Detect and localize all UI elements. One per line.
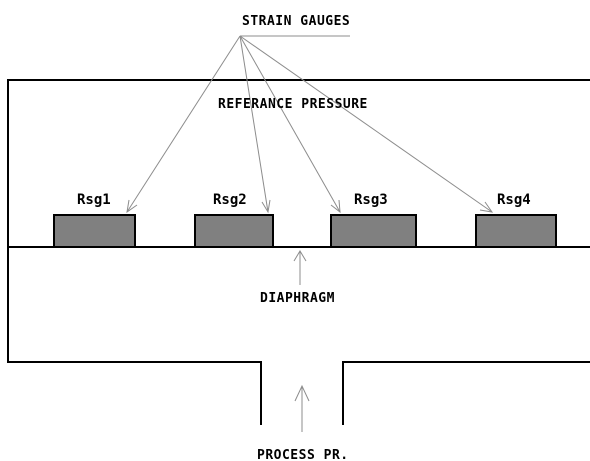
strain-gauge-blocks <box>53 214 557 248</box>
leader-rsg4 <box>239 35 493 213</box>
arrowhead-rsg2 <box>261 199 271 214</box>
leader-rsg2 <box>239 35 269 213</box>
gauge-label-rsg2: Rsg2 <box>213 192 247 208</box>
gauge-label-rsg4: Rsg4 <box>497 192 531 208</box>
strain-gauge-leaders <box>126 35 494 214</box>
strain-gauges-label: STRAIN GAUGES <box>242 14 350 29</box>
leader-rsg1 <box>126 35 241 213</box>
gauge-label-rsg3: Rsg3 <box>354 192 388 208</box>
strain-gauge-rsg3 <box>330 214 417 248</box>
arrowhead-rsg4 <box>479 201 494 213</box>
gauge-label-rsg1: Rsg1 <box>77 192 111 208</box>
housing <box>7 79 590 425</box>
strain-gauge-rsg1 <box>53 214 136 248</box>
arrowhead-rsg1 <box>126 199 138 214</box>
strain-gauge-rsg2 <box>194 214 274 248</box>
diaphragm-arrow <box>293 250 307 285</box>
strain-gauge-rsg4 <box>475 214 557 248</box>
housing-bottom-right <box>342 361 590 425</box>
diaphragm-label: DIAPHRAGM <box>260 291 335 306</box>
process-pressure-label: PROCESS PR. <box>257 448 349 461</box>
leader-rsg3 <box>239 35 341 213</box>
arrowhead-rsg3 <box>330 199 341 214</box>
reference-pressure-label: REFERANCE PRESSURE <box>218 97 368 112</box>
process-pressure-arrow <box>294 384 310 432</box>
housing-top-left <box>7 79 590 425</box>
